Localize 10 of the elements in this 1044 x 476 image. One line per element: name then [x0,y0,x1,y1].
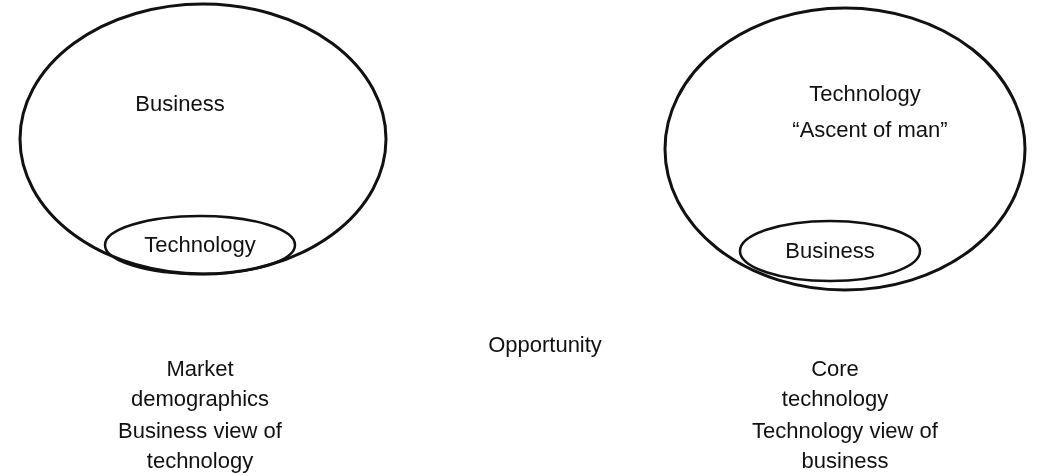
ellipse-label: Technology [144,232,256,258]
caption: Market demographics [129,355,271,413]
ellipse-label: Business [135,91,225,117]
center-label: Opportunity [488,331,602,360]
caption: Business view of technology [117,417,283,475]
caption: Core technology [780,355,890,413]
ellipse-label: “Ascent of man” [792,117,948,143]
caption: Technology view of business [751,417,939,475]
ellipse-label: Technology [809,81,921,107]
ellipse-label: Business [785,238,875,264]
